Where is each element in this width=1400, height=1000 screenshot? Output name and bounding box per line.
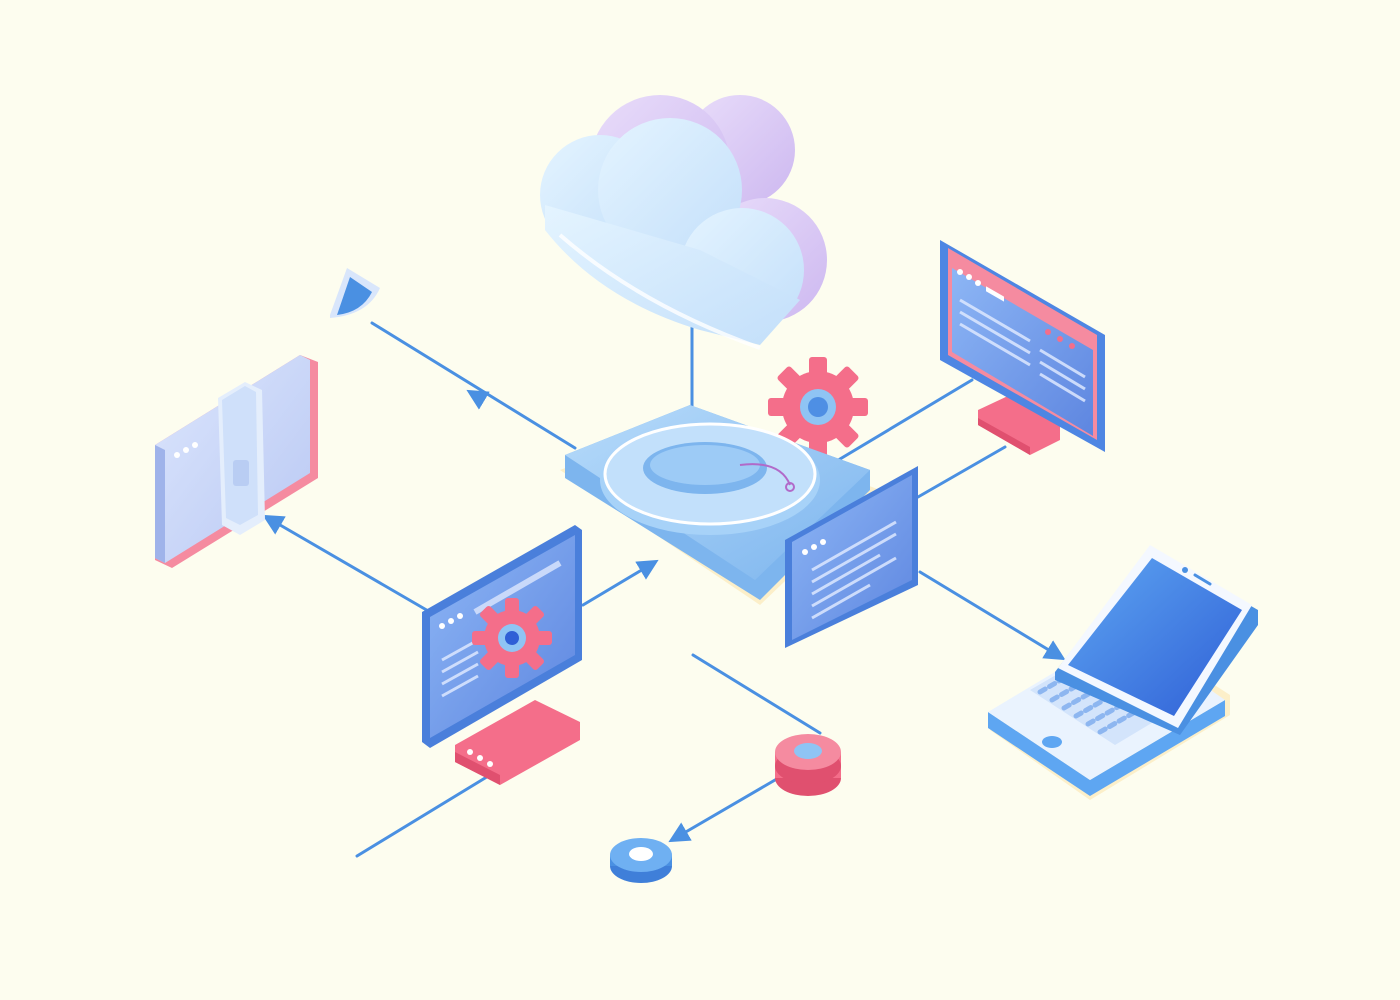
arrowhead-hub-to-pin bbox=[466, 389, 490, 410]
connector-center-to-red-button bbox=[691, 653, 822, 735]
connector-hub-to-pin bbox=[370, 321, 577, 450]
monitor-gear-icon bbox=[472, 598, 552, 678]
connector-monitor-to-binder bbox=[266, 516, 432, 614]
arrowhead-monitor-to-binder bbox=[262, 514, 286, 535]
connector-monitor-to-bottom-left bbox=[355, 773, 492, 858]
top-gear-icon bbox=[768, 357, 868, 457]
connector-hub-to-monitor-upper bbox=[833, 378, 974, 464]
connector-hub-to-monitor-lower bbox=[916, 445, 1007, 499]
right-monitor-icon bbox=[940, 240, 1105, 455]
laptop-icon bbox=[988, 545, 1258, 800]
hub-gear-icon bbox=[600, 422, 820, 535]
cloud-icon bbox=[540, 95, 827, 350]
binder-panel-icon bbox=[155, 355, 318, 568]
connector-red-to-blue-button bbox=[668, 778, 777, 843]
blue-round-button bbox=[610, 838, 672, 883]
connector-document-to-laptop bbox=[918, 570, 1066, 661]
connector-monitor-to-hub bbox=[581, 559, 659, 607]
document-panel-icon bbox=[785, 466, 918, 648]
location-pin-icon bbox=[330, 268, 380, 318]
connections bbox=[262, 298, 1066, 858]
gear-monitor-icon bbox=[422, 525, 582, 785]
red-round-button bbox=[775, 734, 841, 796]
